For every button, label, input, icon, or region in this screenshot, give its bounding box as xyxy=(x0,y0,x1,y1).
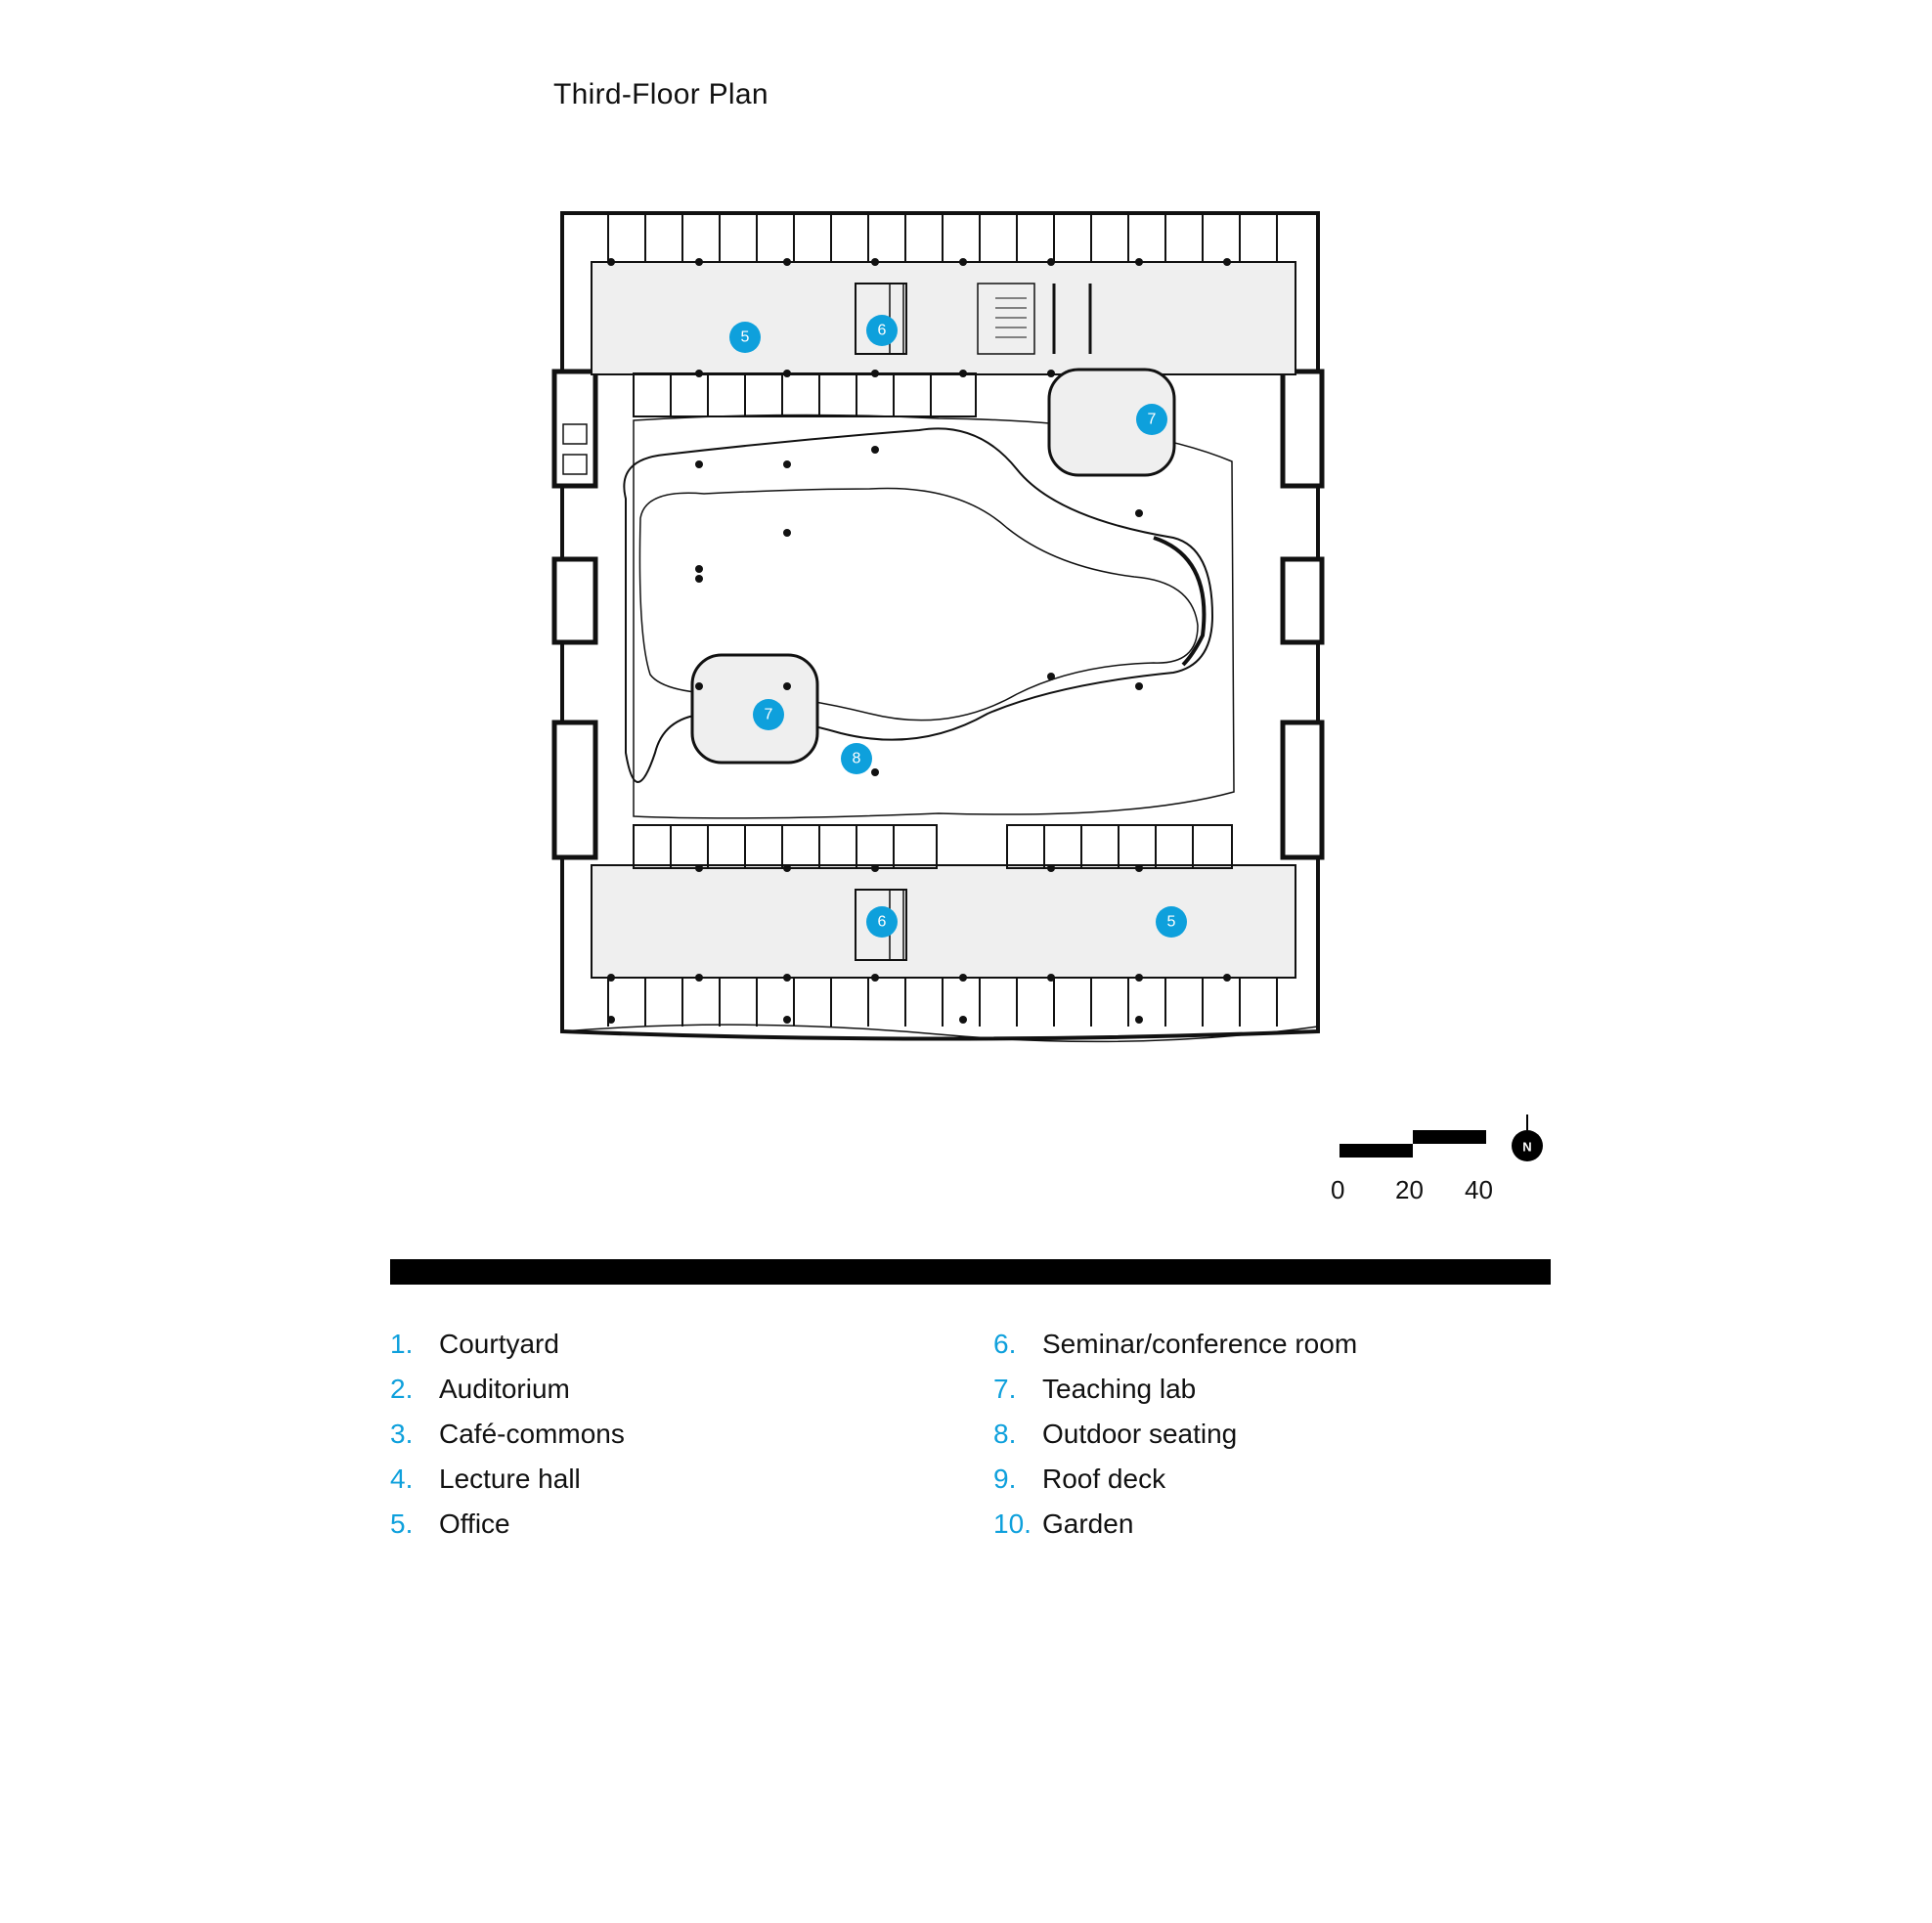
room-tag-lab-north: 7 xyxy=(1136,404,1167,435)
svg-text:6: 6 xyxy=(878,914,887,931)
scale-segment-low xyxy=(1339,1144,1413,1158)
legend-item: 10.Garden xyxy=(993,1508,1134,1539)
svg-text:6: 6 xyxy=(878,323,887,339)
divider-bar xyxy=(390,1259,1551,1285)
core-left-mid xyxy=(551,556,598,645)
scale-label-0: 0 xyxy=(1331,1175,1345,1204)
spiral-stair xyxy=(1153,536,1207,667)
floor-plan: 5 6 7 7 8 6 5 xyxy=(551,211,1325,1043)
legend-item: 6.Seminar/conference room xyxy=(993,1329,1358,1359)
stair-north xyxy=(977,283,1035,355)
north-label: N xyxy=(1522,1140,1531,1155)
scale-segment-high xyxy=(1413,1130,1486,1144)
svg-text:7: 7 xyxy=(765,707,773,723)
room-tag-office-north: 5 xyxy=(729,322,761,353)
core-right-mid xyxy=(1280,556,1325,645)
legend-item: 3.Café-commons xyxy=(390,1419,625,1449)
svg-text:5: 5 xyxy=(1167,914,1176,931)
core-right-bot xyxy=(1280,720,1325,860)
legend-item: 8.Outdoor seating xyxy=(993,1419,1238,1449)
north-office-dividers xyxy=(607,213,1278,262)
teaching-lab-north xyxy=(1047,368,1176,477)
legend-item: 5.Office xyxy=(390,1508,510,1539)
svg-text:5: 5 xyxy=(741,329,750,346)
page-title: Third-Floor Plan xyxy=(553,78,768,110)
north-arrow-icon xyxy=(1512,1130,1543,1161)
legend-item: 2.Auditorium xyxy=(390,1374,570,1404)
legend-item: 9.Roof deck xyxy=(993,1464,1166,1494)
seminar-room-north xyxy=(855,283,907,355)
scale-label-40: 40 xyxy=(1465,1175,1493,1204)
legend-left-column: 1.Courtyard 2.Auditorium 3.Café-commons … xyxy=(390,1322,625,1547)
room-tag-outdoor-seating: 8 xyxy=(841,743,872,774)
structural-columns xyxy=(607,258,1231,1024)
room-tag-office-south: 5 xyxy=(1156,906,1187,938)
legend-item: 4.Lecture hall xyxy=(390,1464,581,1494)
room-tag-seminar-south: 6 xyxy=(866,906,898,938)
svg-text:8: 8 xyxy=(853,751,861,767)
south-office-floor xyxy=(591,864,1296,979)
svg-text:7: 7 xyxy=(1148,412,1157,428)
core-left-bot xyxy=(551,720,598,860)
south-inner-offices-west xyxy=(633,824,938,869)
legend-item: 7.Teaching lab xyxy=(993,1374,1197,1404)
atrium-slab-edge xyxy=(633,414,1235,819)
legend-item: 1.Courtyard xyxy=(390,1329,559,1359)
south-office-dividers xyxy=(607,978,1278,1027)
core-left-top xyxy=(551,369,598,489)
legend-right-column: 6.Seminar/conference room 7.Teaching lab… xyxy=(993,1322,1357,1547)
north-office-floor xyxy=(591,261,1296,375)
room-tag-seminar-north: 6 xyxy=(866,315,898,346)
scale-bar: N xyxy=(1339,1114,1543,1161)
core-right-top xyxy=(1280,369,1325,489)
north-inner-offices xyxy=(633,372,977,417)
room-tag-lab-south: 7 xyxy=(753,699,784,730)
scale-label-20: 20 xyxy=(1395,1175,1424,1204)
seminar-room-south xyxy=(855,889,907,961)
